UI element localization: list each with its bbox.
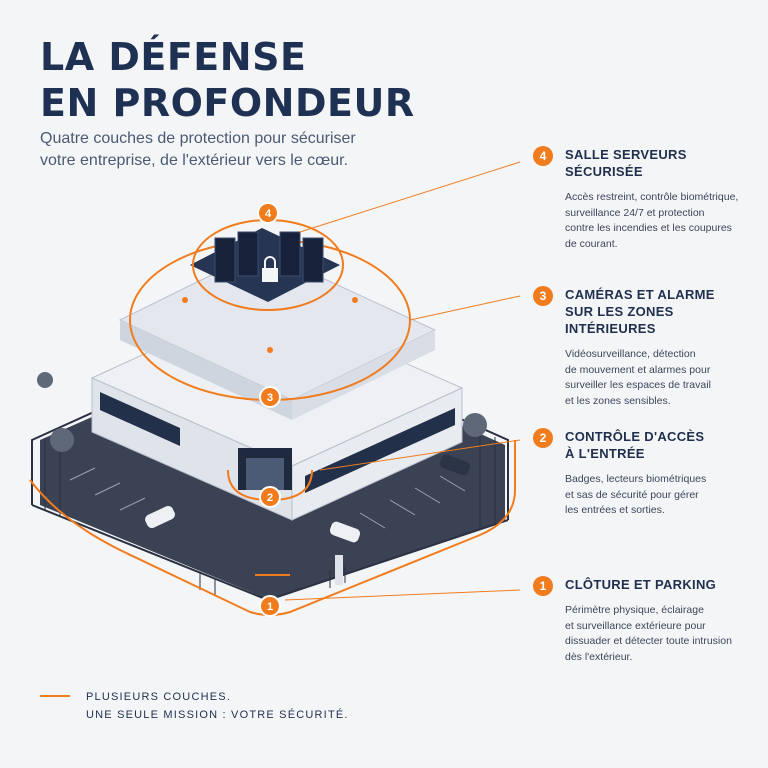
title-line-2: EN PROFONDEUR xyxy=(40,81,415,125)
page-subtitle: Quatre couches de protection pour sécuri… xyxy=(40,128,420,172)
entrance-door xyxy=(238,448,292,490)
layer-4-title-line: SALLE SERVEURS xyxy=(565,147,687,162)
layer-3-title: CAMÉRAS ET ALARME SUR LES ZONES INTÉRIEU… xyxy=(565,286,758,337)
building-illustration: 4 3 2 1 xyxy=(29,161,520,617)
layer-4-badge: 4 xyxy=(533,146,553,166)
layer-2-desc-line: les entrées et sorties. xyxy=(565,504,665,516)
car-icon xyxy=(145,454,471,543)
layer-4-desc-line: contre les incendies et les coupures xyxy=(565,222,732,234)
layer-3-desc-line: Vidéosurveillance, détection xyxy=(565,348,696,360)
server-rack-icon xyxy=(214,231,324,283)
layer-4-title: SALLE SERVEURS SÉCURISÉE xyxy=(565,146,758,180)
marker-4-label: 4 xyxy=(265,208,272,220)
layer-1-desc-line: dissuader et détecter toute intrusion xyxy=(565,635,732,647)
layer-2-desc-line: et sas de sécurité pour gérer xyxy=(565,488,699,501)
layer-1-description: Périmètre physique, éclairage et surveil… xyxy=(565,603,758,665)
layer-2-title: CONTRÔLE D'ACCÈS À L'ENTRÉE xyxy=(565,428,758,462)
camera-icon xyxy=(182,297,358,353)
layer-3-title-line: SUR LES ZONES INTÉRIEURES xyxy=(565,304,674,336)
layer-2-marker: 2 xyxy=(259,486,281,508)
layer-2-description: Badges, lecteurs biométriques et sas de … xyxy=(565,472,758,519)
layer-2-title-line: CONTRÔLE D'ACCÈS xyxy=(565,429,705,444)
callout-layer-3: 3 CAMÉRAS ET ALARME SUR LES ZONES INTÉRI… xyxy=(533,286,758,409)
callout-leaders xyxy=(284,161,520,601)
tree-icon xyxy=(37,372,487,452)
padlock-icon xyxy=(262,256,278,282)
layer-2-desc-line: Badges, lecteurs biométriques xyxy=(565,473,707,485)
layer-3-badge: 3 xyxy=(533,286,553,306)
layer-2-title-line: À L'ENTRÉE xyxy=(565,446,645,461)
gate-icon xyxy=(255,555,343,585)
callout-layer-2: 2 CONTRÔLE D'ACCÈS À L'ENTRÉE Badges, le… xyxy=(533,428,758,519)
page-title: LA DÉFENSE EN PROFONDEUR xyxy=(40,34,415,126)
building-upper-floor-right xyxy=(292,330,435,420)
layer-3-title-line: CAMÉRAS ET ALARME xyxy=(565,287,715,302)
layer-3-desc-line: de mouvement et alarmes pour xyxy=(565,363,711,376)
layer-4-desc-line: de courant. xyxy=(565,237,618,250)
layer-4-title-line: SÉCURISÉE xyxy=(565,164,643,179)
footer-text: PLUSIEURS COUCHES. UNE SEULE MISSION : V… xyxy=(86,688,349,724)
footer-tagline: PLUSIEURS COUCHES. UNE SEULE MISSION : V… xyxy=(40,688,349,724)
subtitle-line-1: Quatre couches de protection pour sécuri… xyxy=(40,130,356,147)
layer-1-title-line: CLÔTURE ET PARKING xyxy=(565,577,717,592)
title-line-1: LA DÉFENSE xyxy=(40,35,307,79)
layer-4-description: Accès restreint, contrôle biométrique, s… xyxy=(565,190,758,252)
layer-1-badge: 1 xyxy=(533,576,553,596)
layer-1-desc-line: Périmètre physique, éclairage xyxy=(565,604,704,616)
layer-1-desc-line: dès l'extérieur. xyxy=(565,650,633,663)
subtitle-line-2: votre entreprise, de l'extérieur vers le… xyxy=(40,152,349,169)
layer-1-marker: 1 xyxy=(259,595,281,617)
layer-1-desc-line: et surveillance extérieure pour xyxy=(565,619,706,632)
building-upper-floor-left xyxy=(120,320,292,420)
layer-4-desc-line: surveillance 24/7 et protection xyxy=(565,206,705,219)
layer-2-badge: 2 xyxy=(533,428,553,448)
layer-4-marker: 4 xyxy=(257,202,279,224)
layer-1-title: CLÔTURE ET PARKING xyxy=(565,576,758,593)
footer-line-2: UNE SEULE MISSION : VOTRE SÉCURITÉ. xyxy=(86,709,349,721)
footer-accent-line xyxy=(40,695,70,697)
callout-layer-4: 4 SALLE SERVEURS SÉCURISÉE Accès restrei… xyxy=(533,146,758,252)
marker-3-label: 3 xyxy=(267,392,273,404)
layer-3-desc-line: surveiller les espaces de travail xyxy=(565,379,711,391)
layer-3-description: Vidéosurveillance, détection de mouvemen… xyxy=(565,347,758,409)
layer-4-desc-line: Accès restreint, contrôle biométrique, xyxy=(565,191,739,203)
footer-line-1: PLUSIEURS COUCHES. xyxy=(86,691,232,703)
layer-3-desc-line: et les zones sensibles. xyxy=(565,394,671,407)
marker-1-label: 1 xyxy=(267,601,273,613)
ground-floor-windows xyxy=(100,392,455,493)
callout-layer-1: 1 CLÔTURE ET PARKING Périmètre physique,… xyxy=(533,576,758,665)
layer-3-marker: 3 xyxy=(259,386,281,408)
marker-2-label: 2 xyxy=(267,492,273,504)
